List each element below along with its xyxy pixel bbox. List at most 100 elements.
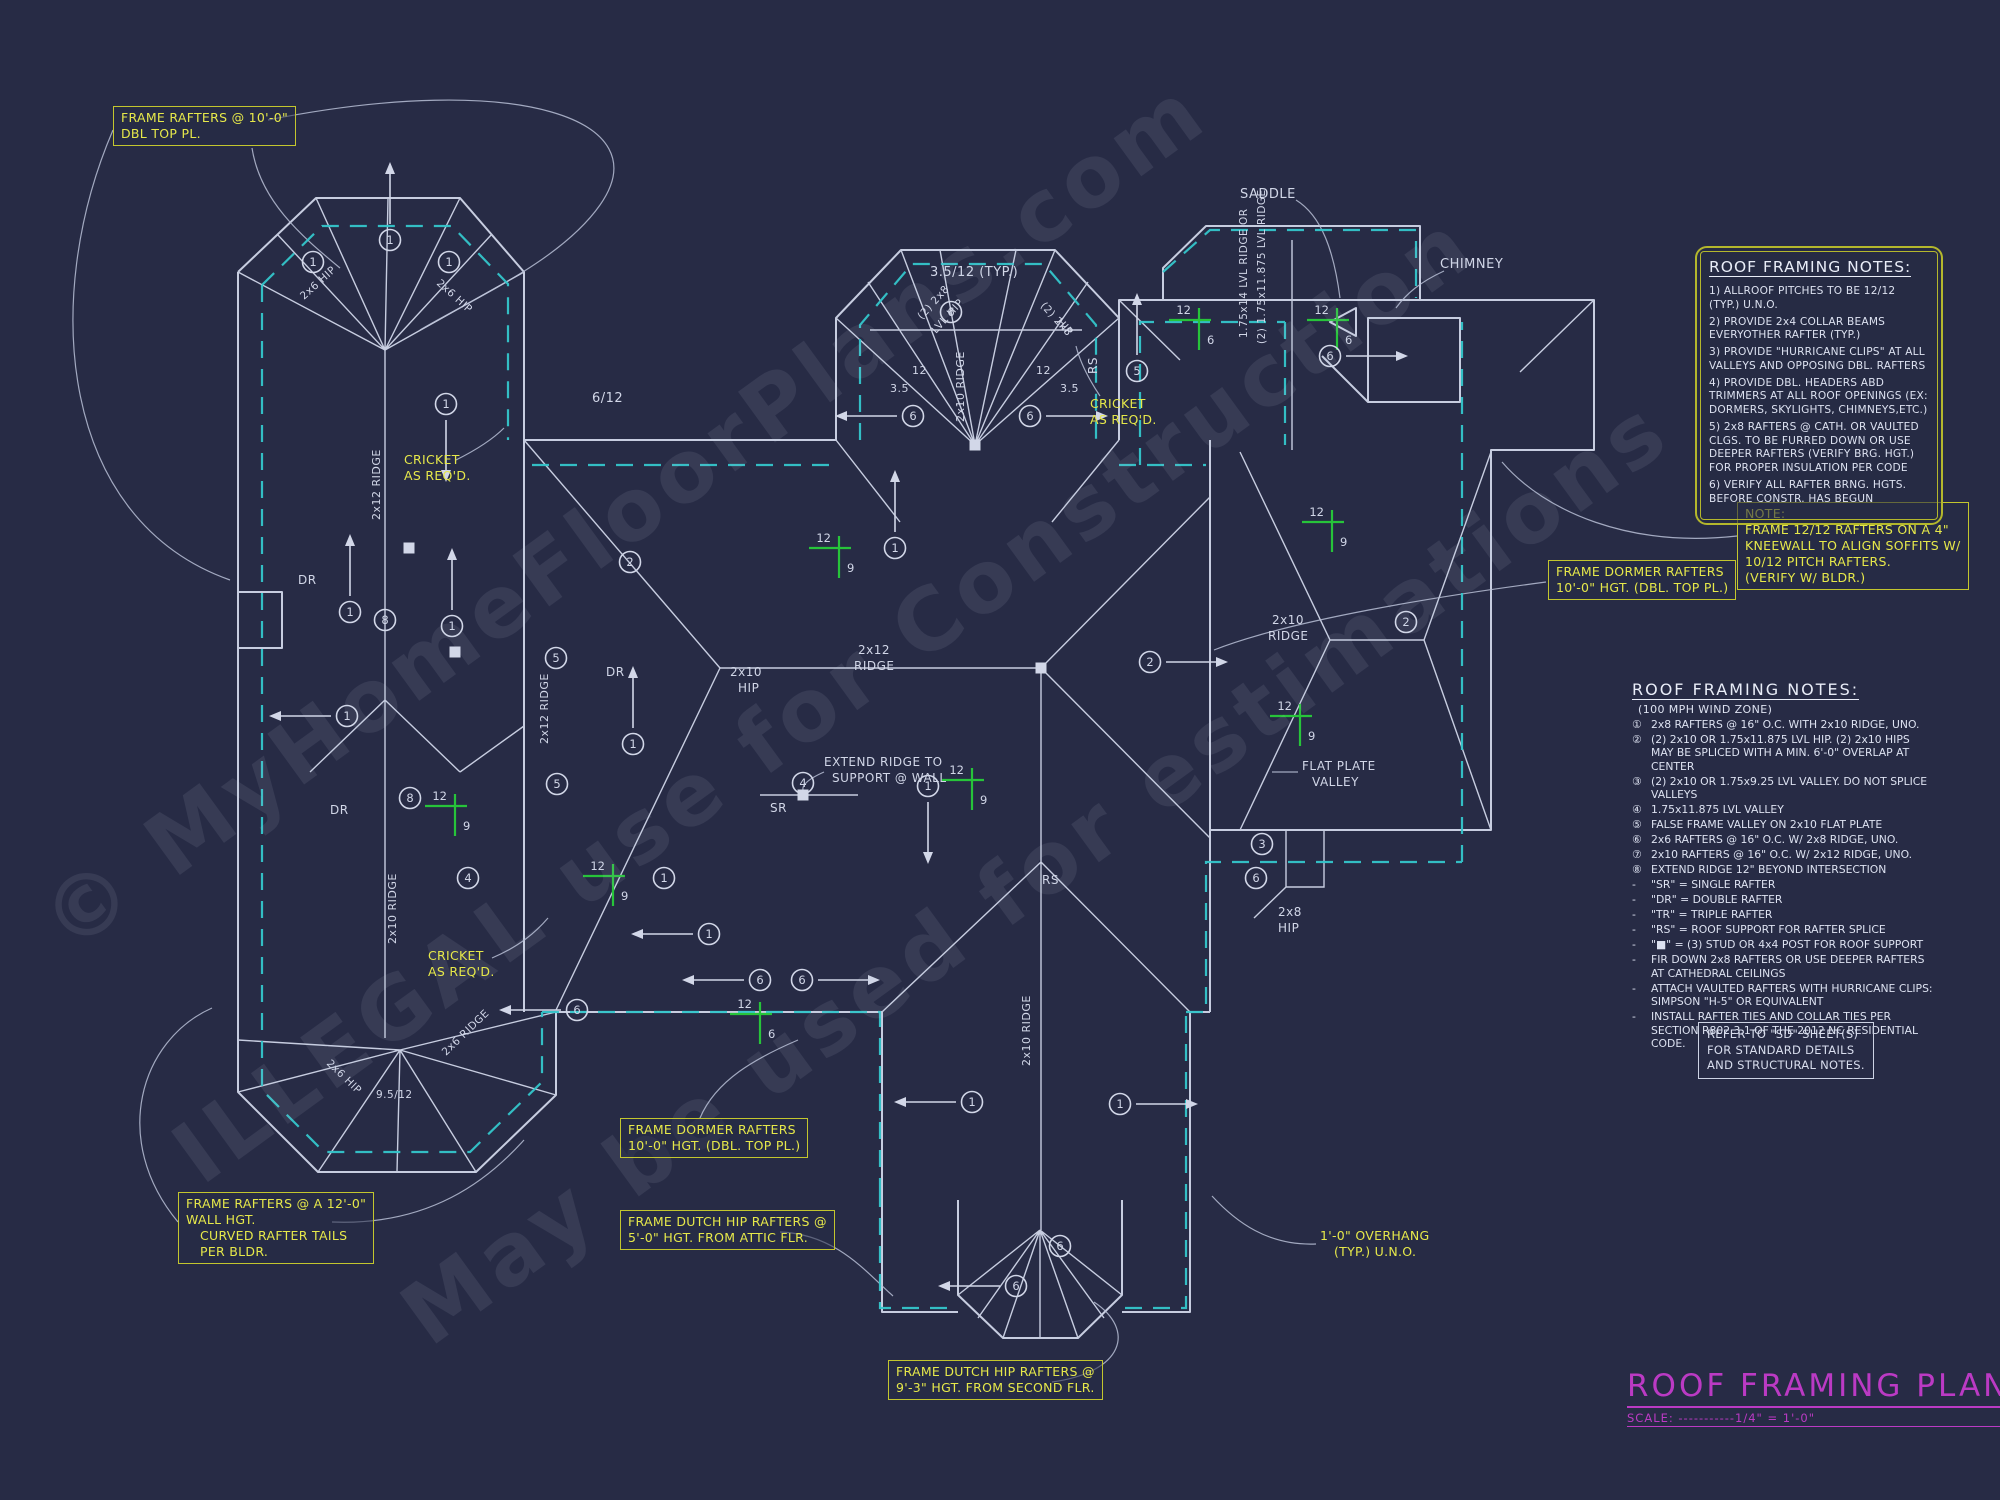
keynote-circle: [544, 646, 568, 670]
keynote-circle: [1048, 1234, 1072, 1258]
roof-support-post: [797, 789, 809, 801]
sd-sheet-reference: REFER TO "SD" SHEET(S) FOR STANDARD DETA…: [1698, 1022, 1874, 1079]
keynote-circle: [621, 732, 645, 756]
keynote-circle: [301, 250, 325, 274]
plan-label: HIP: [1278, 921, 1299, 935]
callout-frame-rafters-12: FRAME RAFTERS @ A 12'-0" WALL HGT. CURVE…: [178, 1192, 375, 1264]
arrowhead: [923, 852, 933, 864]
plan-label: 2x10: [1272, 613, 1304, 627]
note-item: 5) 2x8 RAFTERS @ CATH. OR VAULTED CLGS. …: [1709, 420, 1919, 475]
plan-label: 6/12: [592, 391, 623, 406]
callout-dormer-bottom: FRAME DORMER RAFTERS 10'-0" HGT. (DBL. T…: [620, 1118, 809, 1158]
arrowhead: [835, 411, 847, 421]
keynote-circle: [440, 614, 464, 638]
plan-label: DR: [330, 803, 349, 817]
pitch-rise-label: 12: [1309, 505, 1324, 519]
keynote-number: 8: [381, 613, 388, 627]
keynote-number: 6: [1012, 1279, 1019, 1293]
keynote-circle: [652, 866, 676, 890]
plan-label: HIP: [738, 681, 759, 695]
plan-label: (2) 1.75x11.875 LVL RIDGE: [1256, 189, 1268, 344]
note-row: -FIR DOWN 2x8 RAFTERS OR USE DEEPER RAFT…: [1632, 953, 1925, 980]
pitch-run-label: 9: [980, 793, 987, 807]
keynote-circle: [1394, 610, 1418, 634]
notes-box-title: ROOF FRAMING NOTES:: [1709, 258, 1912, 277]
plan-label: 12: [912, 364, 927, 377]
plan-label: 2x6 RIDGE: [440, 1007, 492, 1058]
plan-label: 3.5: [890, 382, 909, 395]
plan-label: 2x6 HIP: [298, 264, 339, 302]
keynote-circle: [790, 968, 814, 992]
plan-label: DR: [298, 573, 317, 587]
note-row: -INSTALL RAFTER TIES AND COLLAR TIES PER…: [1632, 1010, 1918, 1051]
note-row: -"■" = (3) STUD OR 4x4 POST FOR ROOF SUP…: [1632, 938, 1924, 952]
arrowhead: [441, 470, 451, 482]
keynote-number: 5: [552, 651, 559, 665]
keynote-circle: [697, 922, 721, 946]
arrowhead: [1186, 1099, 1198, 1109]
plan-label: SADDLE: [1240, 187, 1296, 202]
keynote-number: 5: [1133, 364, 1140, 378]
plan-label: 2x10 RIDGE: [954, 351, 967, 422]
keynote-circle: [901, 404, 925, 428]
keynote-number: 6: [1252, 871, 1259, 885]
roof-support-post: [449, 646, 461, 658]
pitch-run-label: 9: [1340, 535, 1347, 549]
plan-label: 9.5/12: [376, 1089, 413, 1101]
plan-label: 2x12: [858, 643, 890, 657]
arrowhead: [499, 1005, 511, 1015]
title-block: ROOF FRAMING PLAN SCALE: -----------1/4"…: [1627, 1368, 2000, 1427]
arrowhead: [1096, 411, 1108, 421]
pitch-run-label: 9: [463, 819, 470, 833]
keynote-number: 2: [1146, 655, 1153, 669]
keynote-number: 1: [629, 737, 636, 751]
note-item: 3) PROVIDE "HURRICANE CLIPS" AT ALL VALL…: [1709, 346, 1926, 372]
keynote-number: 1: [448, 619, 455, 633]
keynote-circle: [916, 774, 940, 798]
side-notes-title: ROOF FRAMING NOTES:: [1632, 680, 1860, 700]
plan-label: SUPPORT @ WALL: [832, 771, 947, 785]
callout-frame-rafters-10: FRAME RAFTERS @ 10'-0" DBL TOP PL.: [113, 106, 297, 146]
plan-label: RIDGE: [1268, 629, 1309, 643]
arrowhead: [1396, 351, 1408, 361]
keynote-circle: [335, 704, 359, 728]
keynote-circle: [398, 786, 422, 810]
callout-cricket-1: CRICKET AS REQ'D.: [404, 452, 471, 483]
keynote-circle: [456, 866, 480, 890]
keynote-number: 1: [445, 255, 452, 269]
note-item: 6) VERIFY ALL RAFTER BRNG. HGTS. BEFORE …: [1709, 478, 1907, 505]
keynote-number: 1: [891, 541, 898, 555]
pitch-rise-label: 12: [816, 531, 831, 545]
keynote-number: 1: [309, 255, 316, 269]
arrowhead: [447, 548, 457, 560]
keynote-circle: [1108, 1092, 1132, 1116]
keynote-number: 6: [1326, 349, 1333, 363]
arrowhead: [269, 711, 281, 721]
keynote-circle: [1125, 359, 1149, 383]
keynote-number: 1: [705, 927, 712, 941]
wind-zone-note: (100 MPH WIND ZONE): [1638, 703, 1773, 716]
arrowhead: [938, 1281, 950, 1291]
pitch-run-label: 6: [1207, 333, 1214, 347]
note-row: -"DR" = DOUBLE RAFTER: [1632, 893, 1783, 907]
note-item: 1) ALLROOF PITCHES TO BE 12/12 (TYP.) U.…: [1709, 285, 1896, 311]
plan-label: 2x6 HIP: [324, 1058, 364, 1097]
plan-label: CHIMNEY: [1440, 257, 1503, 272]
roof-support-posts: [403, 439, 1047, 801]
pitch-rise-label: 12: [432, 789, 447, 803]
keynote-number: 1: [343, 709, 350, 723]
keynote-circle: [1004, 1274, 1028, 1298]
roof-support-post: [1035, 662, 1047, 674]
pitch-run-label: 9: [621, 889, 628, 903]
keynote-number: 1: [1116, 1097, 1123, 1111]
plan-label: 3.5: [1060, 382, 1079, 395]
plan-label: 2x10: [730, 665, 762, 679]
arrowhead: [890, 470, 900, 482]
keynote-number: 6: [1026, 409, 1033, 423]
arrowhead: [345, 534, 355, 546]
note-row: -"TR" = TRIPLE RAFTER: [1632, 908, 1773, 922]
